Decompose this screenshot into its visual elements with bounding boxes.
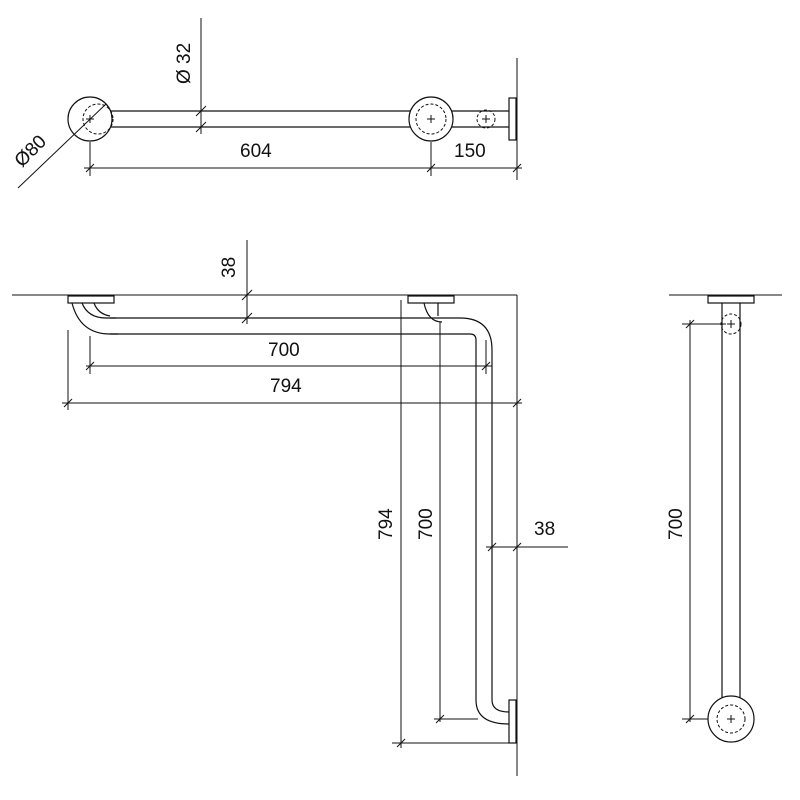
dim-700-side-label: 700 (666, 508, 687, 540)
front-view: 38 700 794 794 700 38 (12, 240, 568, 776)
flange-wall-bottom (508, 699, 517, 744)
flange-top-middle (407, 295, 455, 304)
dim-700-v-label: 700 (416, 508, 437, 540)
dim-794-v-label: 794 (376, 508, 397, 540)
end-fixing-hidden (476, 109, 496, 129)
dim-700-h-label: 700 (268, 340, 300, 361)
flange-top-left (67, 295, 115, 304)
side-view: 700 (666, 294, 782, 743)
dia-flange-label: Ø80 (11, 131, 51, 171)
dim-38-side-label: 38 (534, 519, 555, 540)
tube-corner-outer (442, 317, 493, 700)
wall-plate-top (508, 97, 517, 141)
flange-top-side (707, 295, 755, 304)
dim-38-top-label: 38 (219, 257, 240, 278)
flange-middle-hidden (415, 103, 447, 135)
dia-flange-leader (17, 103, 107, 189)
dim-794-h-label: 794 (270, 376, 302, 397)
dim-150-label: 150 (454, 141, 486, 162)
dim-604-label: 604 (240, 141, 272, 162)
top-view: Ø80 Ø 32 604 150 (11, 18, 522, 189)
dia-tube-label: Ø 32 (174, 43, 195, 84)
tube-corner-inner (469, 333, 477, 700)
flange-left-hidden (82, 103, 114, 135)
